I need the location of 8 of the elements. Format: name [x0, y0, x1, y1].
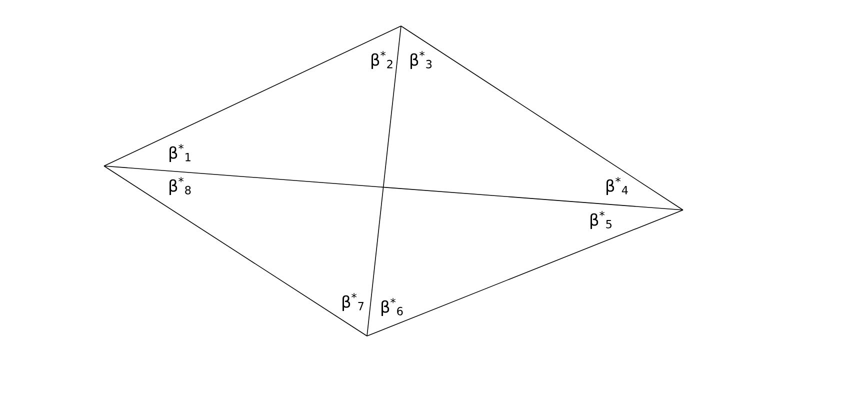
angle-label: β$^{*}$5: [590, 211, 612, 229]
angle-label: β$^{*}$7: [342, 293, 364, 311]
angle-label: β$^{*}$6: [382, 298, 403, 316]
angle-label: β$^{*}$2: [372, 51, 392, 69]
angle-label: β$^{*}$1: [170, 144, 190, 162]
angle-label: β$^{*}$4: [606, 177, 628, 195]
angle-label: β$^{*}$3: [410, 51, 432, 69]
angle-label: β$^{*}$8: [170, 177, 191, 195]
